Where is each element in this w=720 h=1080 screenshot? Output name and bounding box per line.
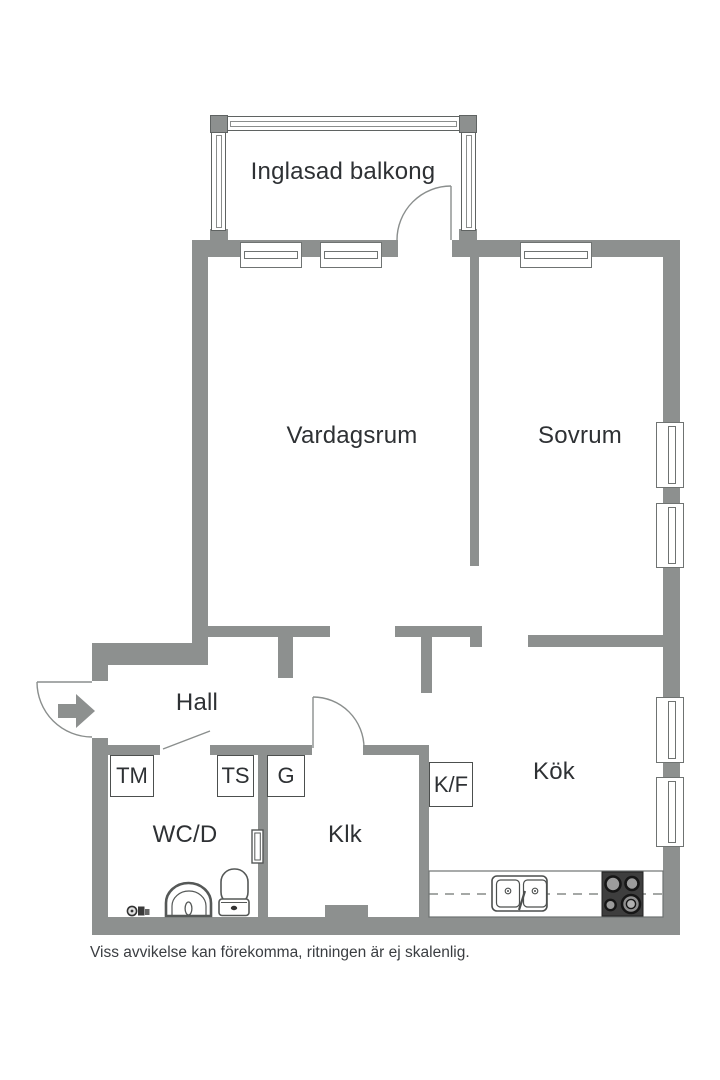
closet-door — [312, 696, 365, 749]
balcony-glazing-left — [211, 132, 226, 231]
wall-living-hall-right — [395, 626, 482, 637]
room-label-living-room: Vardagsrum — [286, 422, 418, 449]
wall-living-bedroom-partition — [470, 257, 479, 566]
stove-icon — [601, 871, 644, 917]
toilet-icon — [218, 868, 250, 917]
glazing-pane — [230, 121, 457, 127]
entry-arrow-icon — [58, 694, 95, 728]
wall-wc-top-left — [108, 745, 160, 755]
entry-door — [36, 681, 93, 738]
fixture-box-wardrobe: G — [267, 755, 305, 797]
balcony-glazing-top — [227, 116, 460, 131]
closet-door-arc — [312, 696, 365, 749]
window-living-right — [320, 242, 382, 268]
room-label-kitchen: Kök — [533, 758, 575, 785]
wall-bottom-exterior — [92, 917, 680, 935]
balcony-glazing-right — [461, 132, 476, 231]
window-pane — [668, 781, 676, 843]
wall-fin-kitchen-passage — [421, 637, 432, 693]
window-pane — [244, 251, 298, 259]
room-label-hall: Hall — [175, 689, 219, 716]
wc-door-leaf — [162, 730, 211, 750]
kitchen-counter — [428, 870, 664, 918]
wall-bedroom-kitchen — [528, 635, 680, 647]
wall-closet-bottom-stub — [325, 905, 368, 917]
window-kitchen-right-1 — [656, 697, 684, 763]
balcony-corner-post — [459, 115, 477, 133]
glazing-pane — [216, 135, 222, 228]
window-bedroom-top — [520, 242, 592, 268]
washing-machine-label: TM — [116, 763, 148, 788]
wall-closet-right — [419, 745, 429, 917]
floor-drain-icon — [126, 905, 150, 917]
fixture-box-washing-machine: TM — [110, 755, 154, 797]
drying-cabinet-label: TS — [221, 763, 250, 788]
window-pane — [324, 251, 378, 259]
fixture-box-fridge-freezer: K/F — [429, 762, 473, 807]
glazing-pane — [466, 135, 472, 228]
room-label-closet: Klk — [328, 821, 362, 848]
window-bedroom-right-2 — [656, 503, 684, 568]
window-pane — [668, 507, 676, 564]
wall-wc-top-right — [210, 745, 266, 755]
wall-hall-step — [92, 643, 208, 665]
entry-door-opening — [92, 681, 108, 738]
balcony-door — [396, 185, 452, 241]
wardrobe-label: G — [277, 763, 295, 788]
fixture-box-drying-cabinet: TS — [217, 755, 254, 797]
wall-step-end — [470, 637, 482, 647]
window-kitchen-right-2 — [656, 777, 684, 847]
wall-left-upper-exterior — [192, 240, 208, 652]
balcony-corner-post — [210, 115, 228, 133]
washbasin-icon — [164, 881, 213, 918]
wall-closet-top-left — [266, 745, 312, 755]
balcony-door-opening — [398, 239, 452, 258]
disclaimer-text: Viss avvikelse kan förekomma, ritningen … — [90, 944, 470, 961]
wall-closet-top-right — [363, 745, 429, 755]
window-living-left — [240, 242, 302, 268]
window-pane — [524, 251, 588, 259]
room-label-wc: WC/D — [152, 821, 218, 848]
window-pane — [668, 701, 676, 759]
sink-icon — [491, 875, 548, 912]
room-label-bedroom: Sovrum — [538, 422, 622, 449]
fridge-freezer-label: K/F — [433, 771, 469, 797]
balcony-wall-foot — [459, 229, 477, 241]
window-bedroom-right-1 — [656, 422, 684, 488]
window-pane — [668, 426, 676, 484]
balcony-wall-foot — [210, 229, 228, 241]
wall-stub-hall — [278, 637, 293, 678]
wall-living-hall-left — [208, 626, 330, 637]
entry-door-arc — [36, 681, 93, 738]
room-label-balcony: Inglasad balkong — [250, 158, 436, 185]
balcony-door-arc — [396, 185, 452, 241]
